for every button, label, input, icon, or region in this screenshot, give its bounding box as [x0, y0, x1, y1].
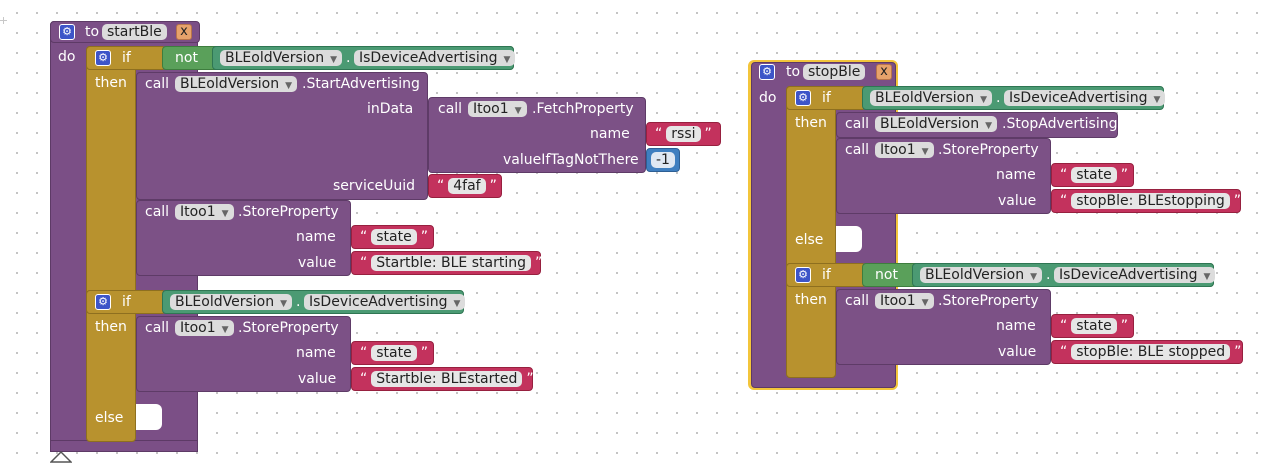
warning-indicator-icon[interactable] [50, 450, 72, 463]
keyword-then: then [795, 292, 827, 308]
component-dropdown[interactable]: Itoo1▼ [175, 320, 234, 336]
else-socket [136, 404, 162, 430]
method-name: .StoreProperty [238, 320, 339, 336]
procedure-name-field[interactable]: stopBle [803, 64, 866, 80]
call-store-property-block[interactable] [136, 316, 351, 392]
keyword-call: call [145, 76, 170, 92]
method-name: .StartAdvertising [302, 76, 420, 92]
component-dropdown[interactable]: BLEoldVersion▼ [870, 90, 992, 106]
keyword-do: do [759, 90, 777, 106]
dot-separator: . [996, 90, 1001, 106]
param-label-name: name [296, 229, 336, 245]
call-store-property-block[interactable] [836, 138, 1051, 214]
component-dropdown[interactable]: Itoo1▼ [468, 101, 527, 117]
keyword-call: call [145, 204, 170, 220]
param-label-value: value [998, 344, 1037, 360]
component-dropdown[interactable]: BLEoldVersion▼ [170, 294, 292, 310]
parameter-x-button[interactable]: x [876, 64, 892, 80]
call-start-advertising-block[interactable] [136, 72, 428, 200]
param-label-name: name [996, 318, 1036, 334]
gear-icon[interactable]: ⚙ [795, 267, 811, 283]
text-value[interactable]: “Startble: BLE starting” [360, 255, 543, 271]
keyword-then: then [795, 115, 827, 131]
keyword-then: then [95, 75, 127, 91]
keyword-else: else [795, 232, 824, 248]
component-dropdown[interactable]: BLEoldVersion▼ [920, 267, 1042, 283]
component-dropdown[interactable]: Itoo1▼ [875, 142, 934, 158]
keyword-not: not [175, 50, 198, 66]
keyword-call: call [845, 293, 870, 309]
param-label-name: name [996, 167, 1036, 183]
property-dropdown[interactable]: IsDeviceAdvertising▼ [354, 50, 516, 66]
keyword-call: call [145, 320, 170, 336]
component-dropdown[interactable]: Itoo1▼ [875, 293, 934, 309]
keyword-if: if [822, 267, 831, 283]
text-value[interactable]: “stopBle: BLEstopping” [1060, 193, 1242, 209]
param-label-indata: inData [367, 101, 414, 117]
parameter-x-button[interactable]: x [176, 24, 192, 40]
keyword-call: call [845, 142, 870, 158]
text-value[interactable]: “state” [360, 345, 428, 361]
method-name: .StoreProperty [938, 142, 1039, 158]
text-value[interactable]: “state” [360, 229, 428, 245]
gear-icon[interactable]: ⚙ [759, 64, 775, 80]
keyword-if: if [122, 294, 131, 310]
property-dropdown[interactable]: IsDeviceAdvertising▼ [304, 294, 466, 310]
method-name: .FetchProperty [532, 101, 634, 117]
keyword-else: else [95, 410, 124, 426]
if-block[interactable] [86, 290, 136, 442]
text-value[interactable]: “state” [1060, 167, 1128, 183]
text-value[interactable]: “stopBle: BLE stopped” [1060, 344, 1242, 360]
keyword-if: if [122, 50, 131, 66]
call-store-property-block[interactable] [136, 200, 351, 276]
gear-icon[interactable]: ⚙ [795, 90, 811, 106]
keyword-call: call [845, 116, 870, 132]
keyword-then: then [95, 319, 127, 335]
keyword-not: not [875, 267, 898, 283]
keyword-to: to [85, 24, 100, 40]
method-name: .StoreProperty [938, 293, 1039, 309]
dot-separator: . [346, 50, 351, 66]
keyword-do: do [58, 49, 76, 65]
call-fetch-property-block[interactable] [428, 97, 646, 173]
dot-separator: . [1046, 267, 1051, 283]
dot-separator: . [296, 294, 301, 310]
gear-icon[interactable]: ⚙ [95, 50, 111, 66]
text-value[interactable]: “Startble: BLEstarted” [360, 371, 534, 387]
gear-icon[interactable]: ⚙ [95, 294, 111, 310]
else-socket [836, 226, 862, 252]
keyword-to: to [786, 64, 801, 80]
keyword-if: if [822, 90, 831, 106]
param-label-value: value [998, 193, 1037, 209]
component-dropdown[interactable]: Itoo1▼ [175, 204, 234, 220]
method-name: .StoreProperty [238, 204, 339, 220]
selection-outline [748, 60, 898, 390]
component-dropdown[interactable]: BLEoldVersion▼ [220, 50, 342, 66]
call-store-property-block[interactable] [836, 289, 1051, 365]
property-dropdown[interactable]: IsDeviceAdvertising▼ [1004, 90, 1166, 106]
param-label-name: name [590, 126, 630, 142]
component-dropdown[interactable]: BLEoldVersion▼ [175, 76, 297, 92]
number-value[interactable]: -1 [651, 152, 675, 168]
param-label-valueiftagnotthere: valueIfTagNotThere [503, 152, 639, 168]
component-dropdown[interactable]: BLEoldVersion▼ [875, 116, 997, 132]
text-value[interactable]: “rssi” [655, 126, 712, 142]
text-value[interactable]: “4faf” [437, 178, 497, 194]
text-value[interactable]: “state” [1060, 318, 1128, 334]
keyword-call: call [438, 101, 463, 117]
param-label-name: name [296, 345, 336, 361]
property-dropdown[interactable]: IsDeviceAdvertising▼ [1054, 267, 1216, 283]
param-label-value: value [298, 371, 337, 387]
procedure-name-field[interactable]: startBle [102, 24, 167, 40]
method-name: .StopAdvertising [1002, 116, 1118, 132]
param-label-serviceuuid: serviceUuid [333, 178, 416, 194]
gear-icon[interactable]: ⚙ [59, 24, 75, 40]
param-label-value: value [298, 255, 337, 271]
